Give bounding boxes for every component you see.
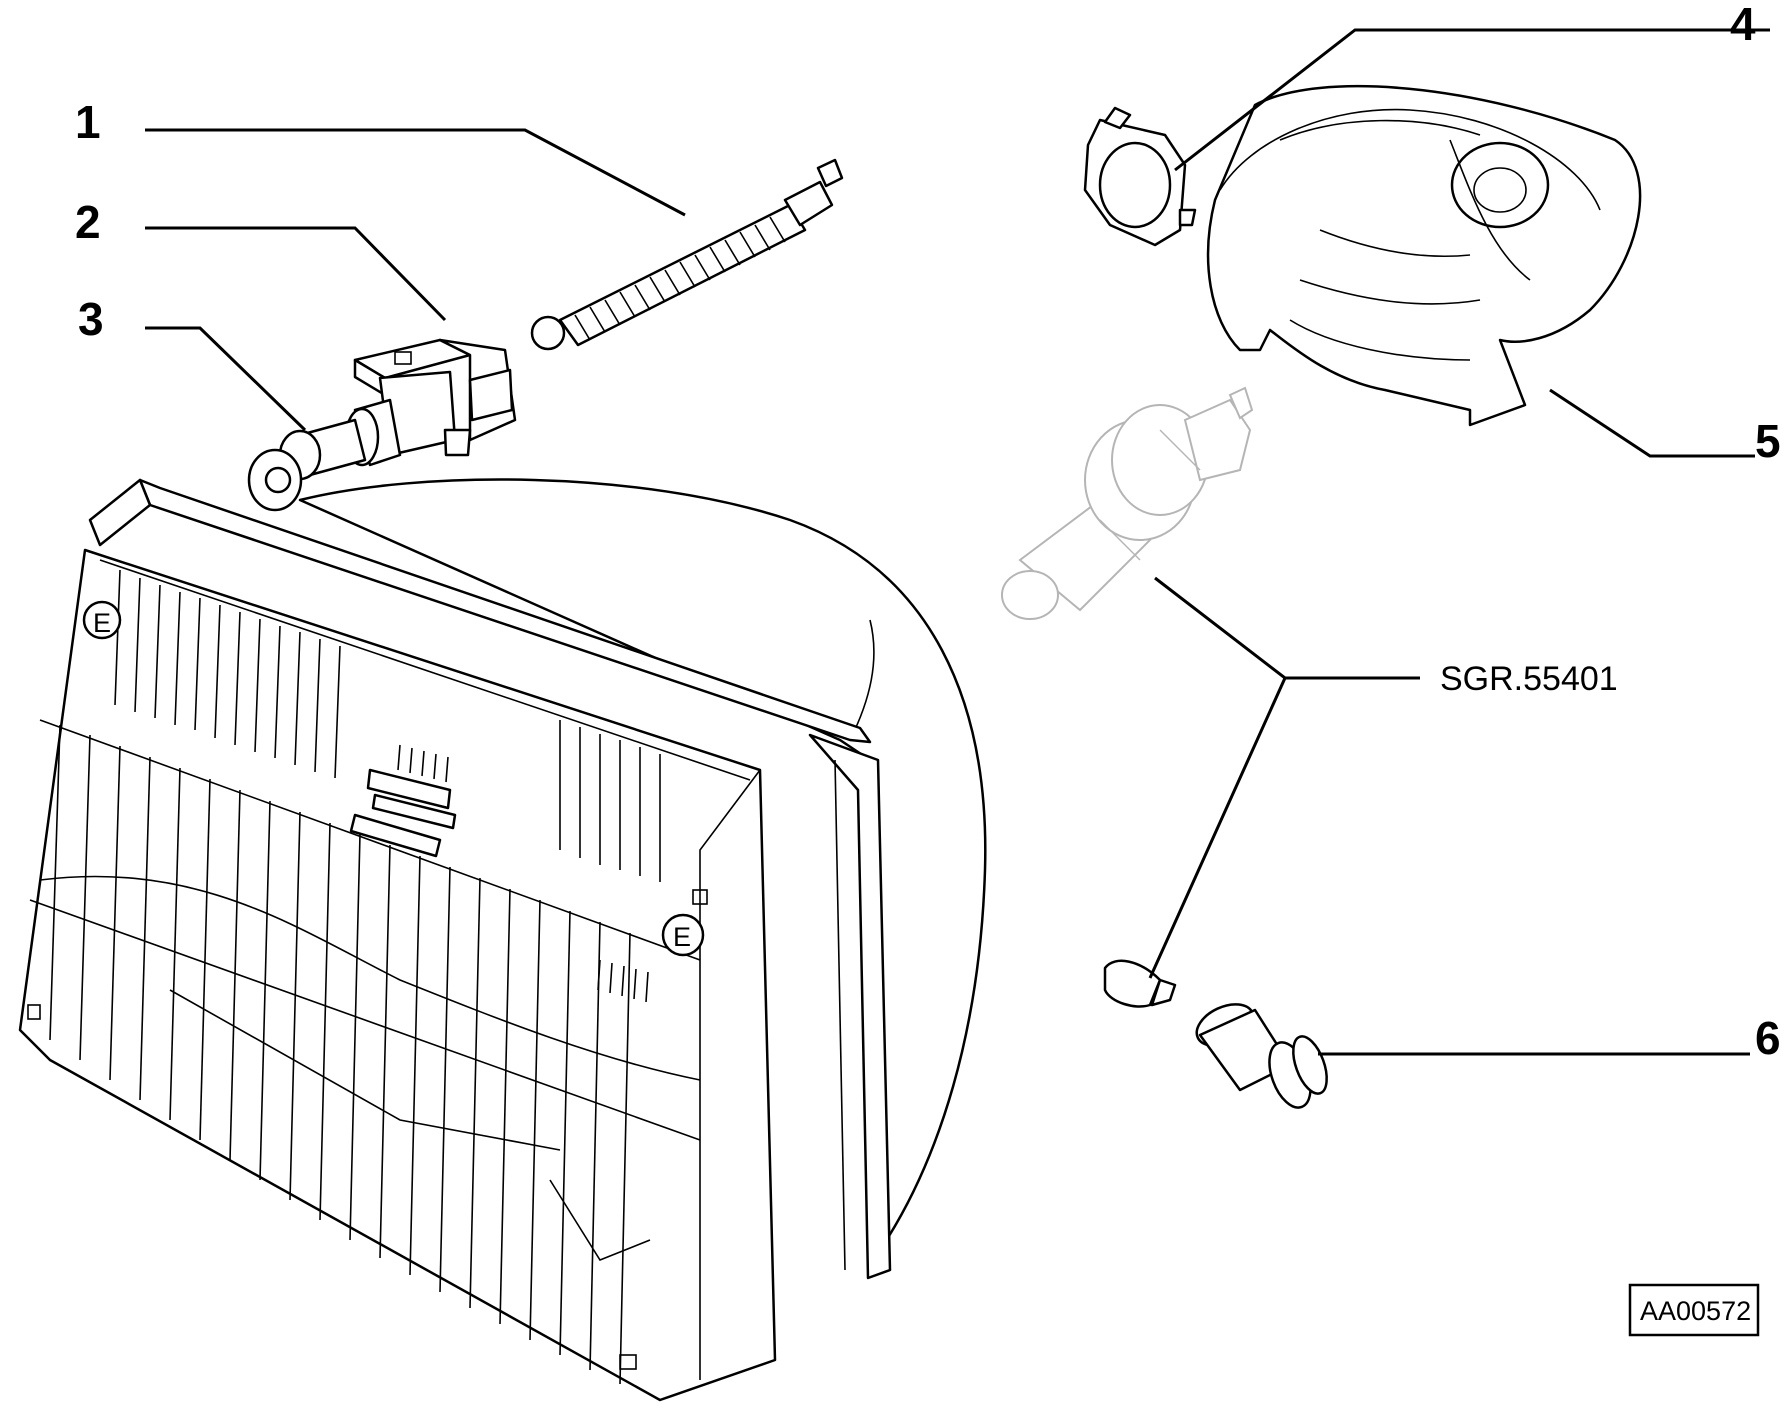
approval-mark-left-text: E — [93, 608, 111, 638]
approval-mark-right-text: E — [673, 922, 691, 952]
reference-label: SGR.55401 — [1440, 660, 1618, 698]
approval-mark-right — [661, 913, 705, 957]
retaining-clip — [1083, 106, 1197, 247]
reflector-shroud — [1206, 84, 1642, 427]
callout-3: 3 — [78, 293, 104, 345]
drawing-code: AA00572 — [1640, 1296, 1751, 1326]
sidelight-holder — [1195, 1003, 1328, 1109]
approval-mark-left — [82, 600, 122, 640]
halogen-bulb — [1001, 386, 1254, 620]
bulb-socket — [247, 398, 402, 512]
connector-unit — [353, 338, 517, 457]
callout-4: 4 — [1730, 0, 1756, 50]
sidelight-bulb — [1103, 959, 1177, 1008]
headlamp-housing: E E — [18, 478, 987, 1402]
leader-lines — [145, 28, 1770, 1056]
callout-5: 5 — [1755, 415, 1781, 467]
callout-1: 1 — [75, 96, 101, 148]
callout-2: 2 — [75, 196, 101, 248]
adjustment-screw — [530, 158, 844, 351]
callout-6: 6 — [1755, 1012, 1781, 1064]
callout-labels: 1 2 3 4 5 6 — [75, 0, 1781, 1064]
drawing-code-box: AA00572 — [1628, 1283, 1760, 1337]
